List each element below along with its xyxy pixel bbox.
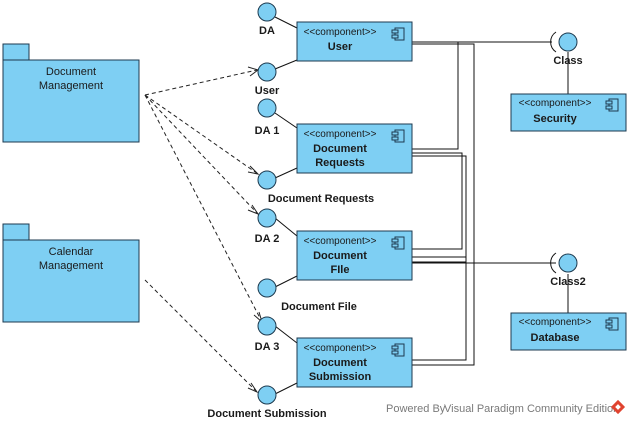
component-document-requests: <<component>> Document Requests [296,123,413,174]
link-da2-file [274,217,298,237]
component-document-file: <<component>> Document FIle [296,230,413,281]
interface-document-file [257,278,277,298]
component-stereotype: <<component>> [304,343,377,354]
interface-label-class: Class [553,55,582,67]
bus-security-b [412,155,467,258]
watermark-prefix: Powered By [386,403,446,415]
component-stereotype: <<component>> [304,129,377,140]
component-icon [605,98,619,112]
package-document-management: Document Management [2,43,140,143]
interface-label-document-submission: Document Submission [207,408,326,420]
interface-class2 [558,253,578,273]
arrowhead [247,165,260,175]
component-box [296,21,413,62]
link-da1-requests [274,112,298,129]
component-icon [605,317,619,331]
interface-da3 [257,316,277,336]
interface-document-submission [257,385,277,405]
connectors [274,16,569,395]
interface-label-document-requests: Document Requests [268,193,374,205]
component-user: <<component>> User [296,21,413,62]
link-user-interface-user [274,59,298,70]
arrowhead [247,382,259,394]
watermark: Powered By Visual Paradigm Community Edi… [386,399,626,415]
component-database: <<component>> Database [510,312,627,351]
dependency-docmgmt-da2 [144,94,259,215]
package-label-line2: Management [39,260,103,272]
component-name-line1: Document [313,250,367,262]
dependency-calendar-submission [144,279,258,393]
package-body [2,59,140,143]
component-icon [391,343,405,357]
package-body [2,239,140,323]
interface-label-da: DA [259,25,275,37]
component-name-line1: Document [313,357,367,369]
component-name: User [328,41,353,53]
package-calendar-management: Calendar Management [2,223,140,323]
component-box [510,312,627,351]
component-security: <<component>> Security [510,93,627,132]
component-name: Database [531,332,580,344]
component-name: Security [533,113,577,125]
component-name-line1: Document [313,143,367,155]
interface-label-user: User [255,85,280,97]
component-icon [391,129,405,143]
interface-da1 [257,98,277,118]
socket-class [550,31,557,53]
component-stereotype: <<component>> [304,236,377,247]
interface-label-da3: DA 3 [255,341,280,353]
component-stereotype: <<component>> [519,317,592,328]
dependencies [144,66,263,394]
component-icon [391,27,405,41]
interface-class [558,32,578,52]
package-label-line2: Management [39,80,103,92]
dependency-docmgmt-da3 [144,94,263,323]
bus-database-a [412,43,475,366]
watermark-text: Visual Paradigm Community Edition [444,403,619,415]
bus-security-a [412,41,459,150]
socket-class2 [550,252,557,274]
component-name-line2: Submission [309,371,372,383]
package-tab [2,223,30,241]
component-stereotype: <<component>> [304,27,377,38]
link-da3-submission [274,325,298,344]
component-name-line2: Requests [315,157,365,169]
component-name-line2: FIle [331,264,350,276]
dependency-docmgmt-requests [144,94,259,175]
package-label-line1: Document [46,66,96,78]
bus-security-c [412,156,467,361]
interface-label-document-file: Document File [281,301,357,313]
interface-da2 [257,208,277,228]
bus-database-b [412,152,463,250]
package-label-line1: Calendar [49,246,94,258]
component-box [510,93,627,132]
interface-user [257,62,277,82]
interface-label-class2: Class2 [550,276,585,288]
arrowhead [247,204,260,216]
component-stereotype: <<component>> [519,98,592,109]
link-requests-interface [274,167,298,179]
dependency-docmgmt-user [144,69,258,96]
link-da-user [274,16,298,29]
interface-document-requests [257,170,277,190]
package-tab [2,43,30,61]
component-document-submission: <<component>> Document Submission [296,337,413,388]
interfaces: DA User DA 1 Document Requests DA 2 Docu… [207,2,586,420]
link-submission-interface [274,382,298,395]
interface-label-da2: DA 2 [255,233,280,245]
component-icon [391,236,405,250]
link-file-interface [274,275,298,288]
interface-da [257,2,277,22]
interface-label-da1: DA 1 [255,125,280,137]
visual-paradigm-logo-icon [610,399,626,415]
